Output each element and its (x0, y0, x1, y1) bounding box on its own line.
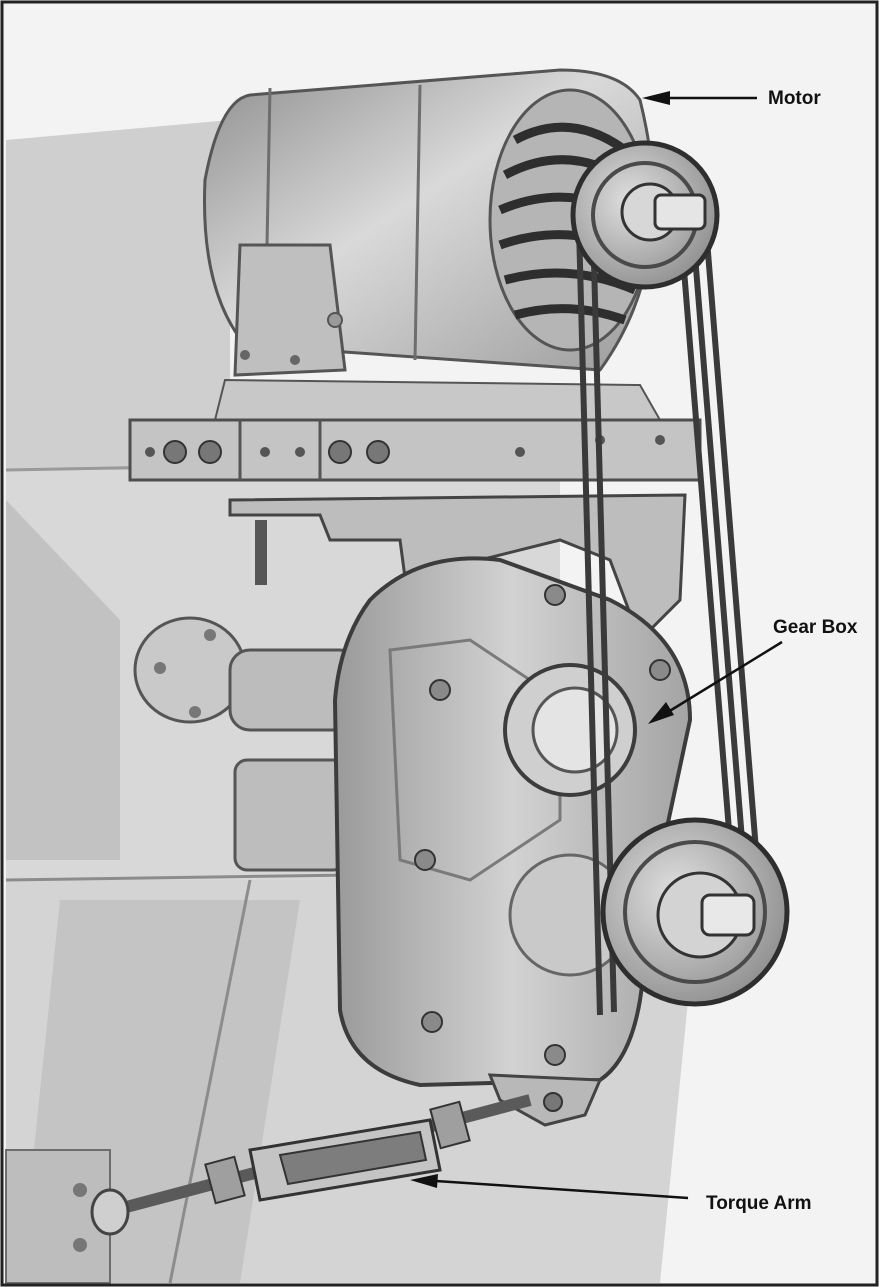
torque-arm (90, 1094, 532, 1236)
motor-base (128, 378, 702, 585)
torque-arm-arrow (435, 1179, 689, 1200)
gear-box (332, 556, 693, 1088)
gear-box-label: Gear Box (773, 617, 858, 638)
gear-box-arrow (667, 640, 783, 714)
callout-arrows (410, 91, 783, 1200)
motor-body (203, 68, 655, 377)
torque-arm-label: Torque Arm (706, 1193, 812, 1214)
torque-arm-bracket (487, 1073, 603, 1127)
motor-label: Motor (768, 88, 821, 109)
v-belt-drive (570, 140, 790, 1016)
